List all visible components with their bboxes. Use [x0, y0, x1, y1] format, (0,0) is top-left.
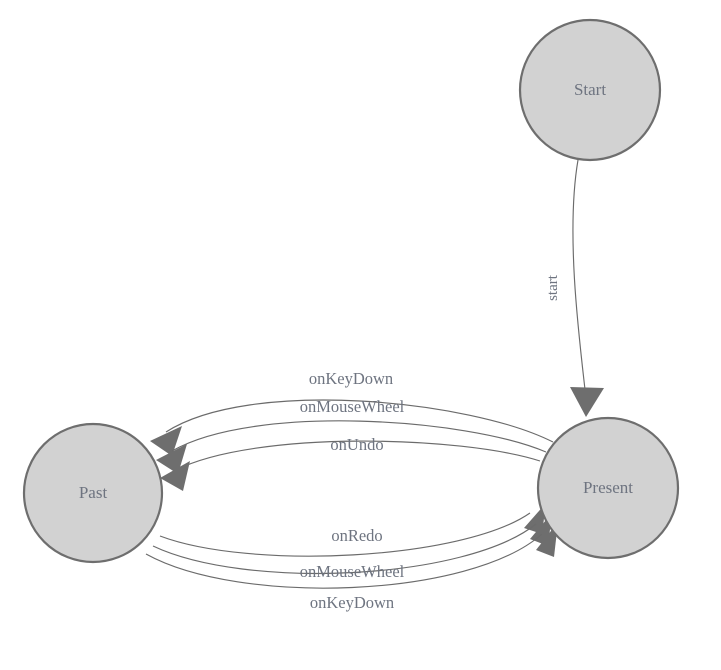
edge-wheel-up-arrowhead: [156, 444, 187, 474]
edge-keydown-up-path: [165, 399, 554, 443]
edge-redo[interactable]: onRedo: [159, 503, 546, 557]
node-start[interactable]: Start: [518, 18, 662, 162]
node-past[interactable]: Past: [22, 422, 164, 564]
edge-wheel-up-label: onMouseWheel: [300, 397, 405, 416]
edge-undo[interactable]: onUndo: [160, 435, 541, 491]
edge-undo-label: onUndo: [330, 435, 383, 454]
edge-wheel-up[interactable]: onMouseWheel: [156, 397, 547, 474]
edge-wheel-up-path: [171, 420, 547, 453]
node-start-circle: [518, 18, 662, 162]
node-present-label: Present: [583, 478, 633, 497]
node-present-circle: [536, 416, 680, 560]
edge-redo-arrowhead: [524, 503, 546, 534]
edge-keydown-down-label: onKeyDown: [310, 593, 394, 612]
edge-wheel-down-path: [152, 523, 537, 575]
edge-keydown-down[interactable]: onKeyDown: [145, 522, 558, 612]
node-present[interactable]: Present: [536, 416, 680, 560]
edge-start-arrowhead: [570, 387, 604, 417]
edge-keydown-down-path: [145, 533, 543, 589]
edge-keydown-up-label: onKeyDown: [309, 369, 393, 388]
edge-start[interactable]: start: [545, 159, 604, 417]
node-start-label: Start: [574, 80, 606, 99]
edge-undo-path: [175, 440, 541, 471]
edge-undo-arrowhead: [160, 461, 190, 491]
edge-wheel-down-label: onMouseWheel: [300, 562, 405, 581]
edge-keydown-up[interactable]: onKeyDown: [150, 369, 554, 456]
node-past-label: Past: [79, 483, 108, 502]
edge-start-label: start: [545, 274, 561, 301]
node-past-circle: [22, 422, 164, 564]
edge-redo-path: [159, 512, 531, 557]
edge-wheel-down[interactable]: onMouseWheel: [152, 513, 552, 581]
edge-redo-label: onRedo: [331, 526, 382, 545]
edge-start-path: [572, 159, 587, 399]
edge-keydown-up-arrowhead: [150, 426, 182, 456]
